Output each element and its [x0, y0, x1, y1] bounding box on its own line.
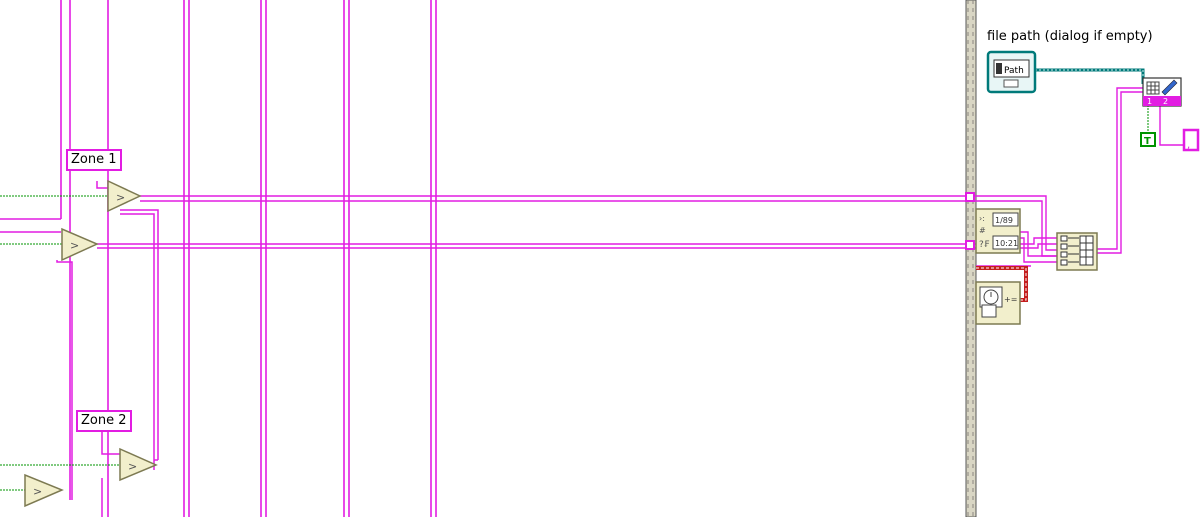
get-date-time-seconds-function[interactable]: += — [975, 281, 1021, 325]
boolean-true-constant[interactable]: T — [1140, 132, 1156, 147]
string-indicator-terminal[interactable]: , — [1182, 128, 1200, 152]
build-array-function[interactable] — [1056, 232, 1098, 271]
svg-text:>: > — [116, 191, 125, 204]
zone2-label[interactable]: Zone 2 — [76, 410, 132, 432]
write-delimited-spreadsheet-vi[interactable]: 1 2 — [1142, 77, 1182, 107]
svg-text:?₣: ?₣ — [979, 240, 990, 250]
tunnel-upper[interactable] — [965, 192, 975, 202]
svg-text:>: > — [33, 485, 42, 498]
tunnel-lower[interactable] — [965, 240, 975, 250]
svg-text:2: 2 — [1163, 97, 1168, 106]
svg-text:,: , — [1187, 140, 1190, 151]
svg-text:›:: ›: — [979, 214, 985, 223]
svg-text:T: T — [1144, 136, 1151, 147]
svg-text:1: 1 — [1147, 97, 1152, 106]
select-function-zone2-b[interactable]: > — [24, 473, 64, 508]
select-function-zone1-b[interactable]: > — [61, 227, 99, 262]
get-date-time-string-function[interactable]: 1/89 10:21 ›: # ?₣ — [975, 208, 1021, 254]
svg-text:>: > — [128, 460, 137, 473]
routed-string-wires — [0, 181, 966, 517]
numeric-wires — [0, 96, 1149, 491]
vertical-string-wires — [60, 0, 437, 517]
path-control-label: Path — [1004, 66, 1024, 76]
structure-frame-edge — [965, 0, 977, 517]
select-function-zone1[interactable]: > — [107, 179, 142, 213]
path-wire — [1035, 68, 1145, 84]
date-icon-top: 1/89 — [995, 216, 1013, 225]
zone1-label[interactable]: Zone 1 — [66, 149, 122, 171]
svg-text:>: > — [70, 239, 79, 252]
error-wire — [976, 266, 1028, 302]
path-control-terminal[interactable]: Path — [986, 50, 1037, 94]
date-icon-bottom: 10:21 — [995, 239, 1018, 248]
svg-text:+=: += — [1004, 295, 1017, 304]
svg-text:#: # — [979, 226, 986, 235]
file-path-caption: file path (dialog if empty) — [987, 29, 1153, 44]
select-function-zone2[interactable]: > — [119, 447, 158, 482]
